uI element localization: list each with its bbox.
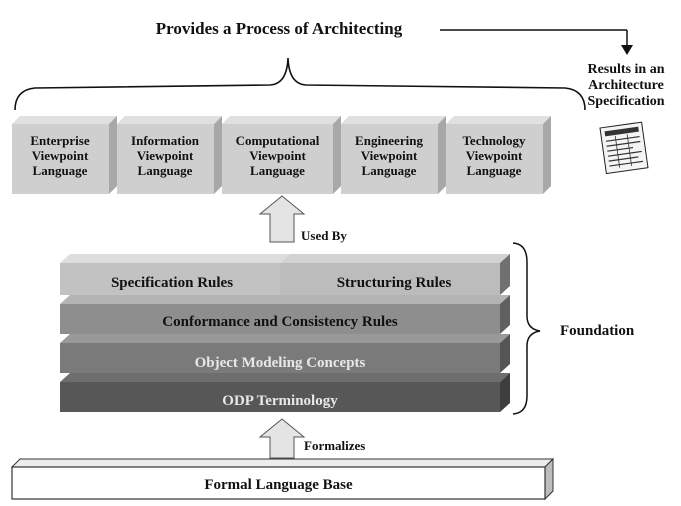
formal-language-base-label: Formal Language Base	[204, 477, 353, 493]
top-brace	[14, 57, 586, 111]
formalizes-label: Formalizes	[304, 438, 366, 453]
formalizes-arrow	[258, 418, 306, 459]
object-modeling-label: Object Modeling Concepts	[194, 355, 366, 371]
layer-object-modeling	[60, 343, 500, 373]
conformance-label: Conformance and Consistency Rules	[162, 314, 398, 330]
foundation-layers	[60, 254, 510, 412]
layer-conformance	[60, 304, 500, 334]
odp-terminology-label: ODP Terminology	[222, 393, 338, 409]
structuring-rules-label: Structuring Rules	[336, 275, 452, 291]
specification-document-icon	[599, 121, 649, 175]
foundation-brace	[512, 242, 541, 415]
specification-rules-label: Specification Rules	[110, 275, 234, 291]
viewpoint-label-engineering: Engineering Viewpoint Language	[355, 133, 423, 178]
formal-language-base-box	[10, 457, 555, 501]
viewpoint-label-information: Information Viewpoint Language	[131, 133, 199, 178]
diagram-title: Provides a Process of Architecting	[155, 19, 403, 38]
result-label: Results in an Architecture Specification	[587, 62, 665, 110]
viewpoint-box-information	[117, 116, 222, 194]
viewpoint-box-engineering	[341, 116, 446, 194]
viewpoint-label-computational: Computational Viewpoint Language	[235, 133, 320, 178]
used-by-arrow	[258, 195, 306, 243]
layer-odp-terminology	[60, 382, 500, 412]
viewpoint-boxes	[12, 116, 551, 194]
viewpoint-box-technology	[446, 116, 551, 194]
viewpoint-label-enterprise: Enterprise Viewpoint Language	[30, 133, 90, 178]
used-by-label: Used By	[301, 228, 347, 243]
viewpoint-label-technology: Technology Viewpoint Language	[462, 133, 526, 178]
viewpoint-box-enterprise	[12, 116, 117, 194]
title-arrow	[440, 29, 633, 55]
viewpoint-box-computational	[222, 116, 341, 194]
layer-structuring-rules	[280, 263, 500, 295]
foundation-label: Foundation	[560, 323, 635, 339]
layer-specification-rules	[60, 263, 280, 295]
